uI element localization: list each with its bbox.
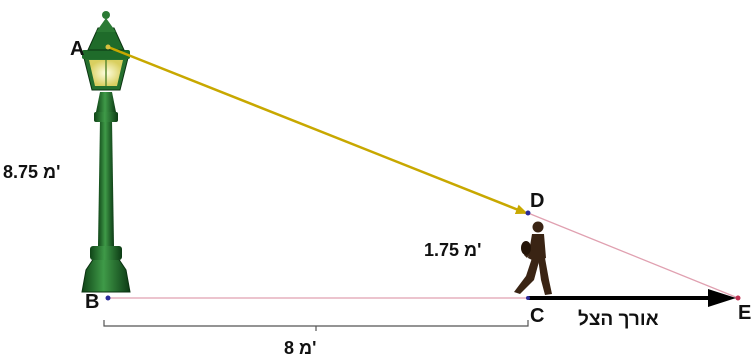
point-e-label: E bbox=[738, 302, 752, 324]
point-d-dot bbox=[525, 210, 531, 216]
point-b-label: B bbox=[85, 291, 100, 313]
point-e-dot bbox=[735, 295, 741, 301]
distance-label: 8 מ' bbox=[284, 338, 317, 358]
point-d-label: D bbox=[530, 190, 545, 212]
light-ray-arrow bbox=[107, 45, 528, 215]
walking-person-icon bbox=[514, 221, 552, 295]
point-a-dot bbox=[105, 44, 111, 50]
point-c-label: C bbox=[530, 305, 545, 327]
lamp-height-label: 8.75 מ' bbox=[3, 162, 61, 182]
point-c-dot bbox=[526, 296, 530, 300]
distance-bracket bbox=[103, 320, 529, 331]
person-height-label: 1.75 מ' bbox=[424, 240, 482, 260]
street-lamp-icon bbox=[81, 11, 131, 293]
point-b-dot bbox=[105, 295, 111, 301]
shadow-length-arrow bbox=[528, 289, 736, 307]
point-a-label: A bbox=[70, 38, 85, 60]
shadow-length-label: אורך הצל bbox=[578, 309, 659, 330]
shadow-ray bbox=[527, 212, 739, 299]
